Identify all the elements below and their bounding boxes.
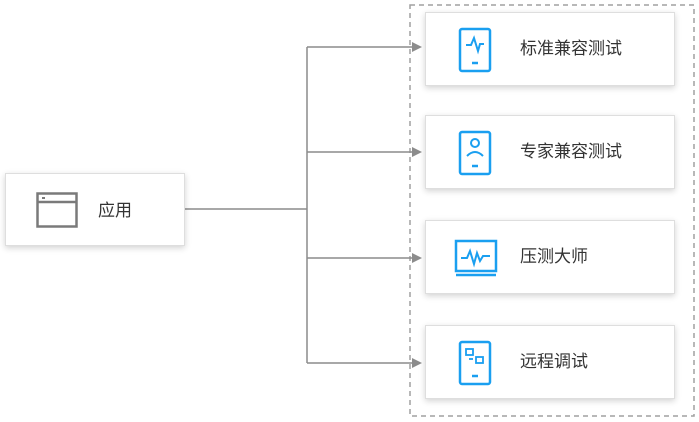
phone-grid-icon	[458, 340, 492, 390]
phone-person-icon	[458, 130, 492, 180]
service-label: 专家兼容测试	[520, 142, 622, 162]
app-label: 应用	[98, 201, 132, 221]
services-group-border	[409, 4, 695, 417]
connector-to-service-2	[307, 147, 422, 157]
service-node-expert-compat[interactable]: 专家兼容测试	[425, 115, 675, 189]
service-node-stress-master[interactable]: 压测大师	[425, 220, 675, 294]
phone-pulse-icon	[458, 27, 492, 77]
connector-to-service-3	[307, 253, 422, 263]
connector-to-service-1	[307, 42, 422, 52]
service-node-standard-compat[interactable]: 标准兼容测试	[425, 12, 675, 86]
app-node: 应用	[5, 173, 185, 246]
service-node-remote-debug[interactable]: 远程调试	[425, 325, 675, 399]
monitor-pulse-icon	[454, 239, 498, 281]
service-label: 压测大师	[520, 247, 588, 267]
connector-to-service-4	[307, 358, 422, 368]
service-label: 远程调试	[520, 352, 588, 372]
window-icon	[36, 192, 78, 232]
service-label: 标准兼容测试	[520, 39, 622, 59]
